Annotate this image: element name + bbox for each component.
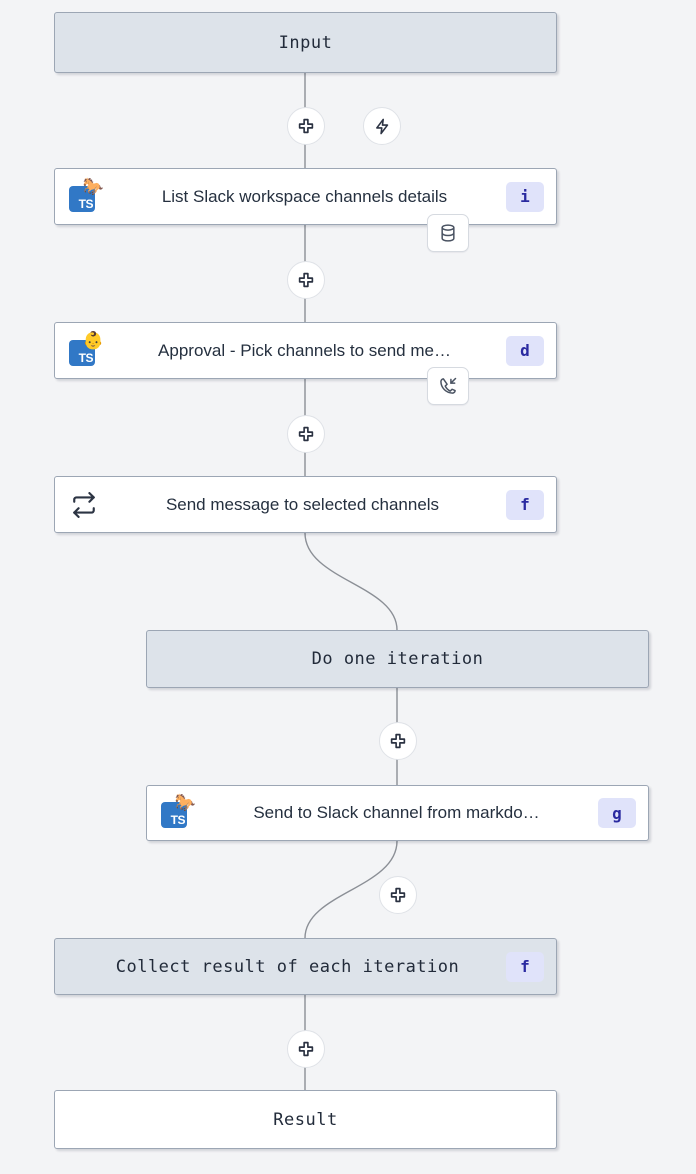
edge-send-to-iteration bbox=[304, 532, 398, 631]
node-send-message-loop[interactable]: Send message to selected channels f bbox=[54, 476, 557, 533]
node-result-label: Result bbox=[273, 1109, 338, 1130]
add-step-button-after-approval[interactable] bbox=[287, 415, 325, 453]
add-step-button-after-collect[interactable] bbox=[287, 1030, 325, 1068]
typescript-icon: TS 🐎 bbox=[69, 176, 104, 214]
node-send-to-slack-markdown[interactable]: TS 🐎 Send to Slack channel from markdo… … bbox=[146, 785, 649, 841]
add-step-button-after-list[interactable] bbox=[287, 261, 325, 299]
node-send-to-slack-markdown-badge[interactable]: g bbox=[598, 798, 636, 828]
plus-icon bbox=[298, 118, 314, 134]
database-icon-button[interactable] bbox=[427, 214, 469, 252]
ts-badge: TS bbox=[69, 339, 95, 366]
plus-icon bbox=[298, 426, 314, 442]
plus-icon bbox=[298, 1041, 314, 1057]
node-do-one-iteration[interactable]: Do one iteration bbox=[146, 630, 649, 688]
horse-emoji-icon: 🐎 bbox=[82, 176, 104, 196]
typescript-icon: TS 👶 bbox=[69, 330, 104, 368]
plus-icon bbox=[390, 733, 406, 749]
add-step-button-after-input[interactable] bbox=[287, 107, 325, 145]
ts-badge: TS bbox=[161, 802, 187, 828]
node-approval-pick-channels-label: Approval - Pick channels to send me… bbox=[158, 340, 451, 360]
plus-icon bbox=[298, 272, 314, 288]
baby-emoji-icon: 👶 bbox=[82, 330, 104, 350]
ts-badge: TS bbox=[69, 185, 95, 212]
node-collect-result[interactable]: Collect result of each iteration f bbox=[54, 938, 557, 995]
node-send-message-loop-badge[interactable]: f bbox=[506, 489, 544, 520]
typescript-icon: TS 🐎 bbox=[161, 793, 196, 830]
database-icon bbox=[441, 224, 455, 242]
node-send-to-slack-markdown-label: Send to Slack channel from markdo… bbox=[253, 803, 540, 822]
zap-icon bbox=[375, 118, 388, 134]
node-list-slack-channels[interactable]: TS 🐎 List Slack workspace channels detai… bbox=[54, 168, 557, 225]
node-input[interactable]: Input bbox=[54, 12, 557, 73]
node-do-one-iteration-label: Do one iteration bbox=[311, 649, 484, 669]
add-step-button-after-slack[interactable] bbox=[379, 876, 417, 914]
node-list-slack-channels-label: List Slack workspace channels details bbox=[161, 186, 448, 206]
phone-incoming-icon bbox=[440, 377, 457, 394]
plus-icon bbox=[390, 887, 406, 903]
node-result[interactable]: Result bbox=[54, 1090, 557, 1149]
node-send-message-loop-label: Send message to selected channels bbox=[165, 494, 440, 514]
node-approval-pick-channels-badge[interactable]: d bbox=[506, 335, 544, 366]
phone-incoming-icon-button[interactable] bbox=[427, 367, 469, 405]
add-trigger-button[interactable] bbox=[363, 107, 401, 145]
node-collect-result-label: Collect result of each iteration bbox=[115, 956, 460, 977]
add-step-button-in-iteration[interactable] bbox=[379, 722, 417, 760]
horse-emoji-icon: 🐎 bbox=[174, 793, 196, 812]
node-input-label: Input bbox=[278, 32, 333, 53]
loop-icon bbox=[69, 490, 99, 520]
node-list-slack-channels-badge[interactable]: i bbox=[506, 181, 544, 212]
node-collect-result-badge[interactable]: f bbox=[506, 951, 544, 982]
node-approval-pick-channels[interactable]: TS 👶 Approval - Pick channels to send me… bbox=[54, 322, 557, 379]
